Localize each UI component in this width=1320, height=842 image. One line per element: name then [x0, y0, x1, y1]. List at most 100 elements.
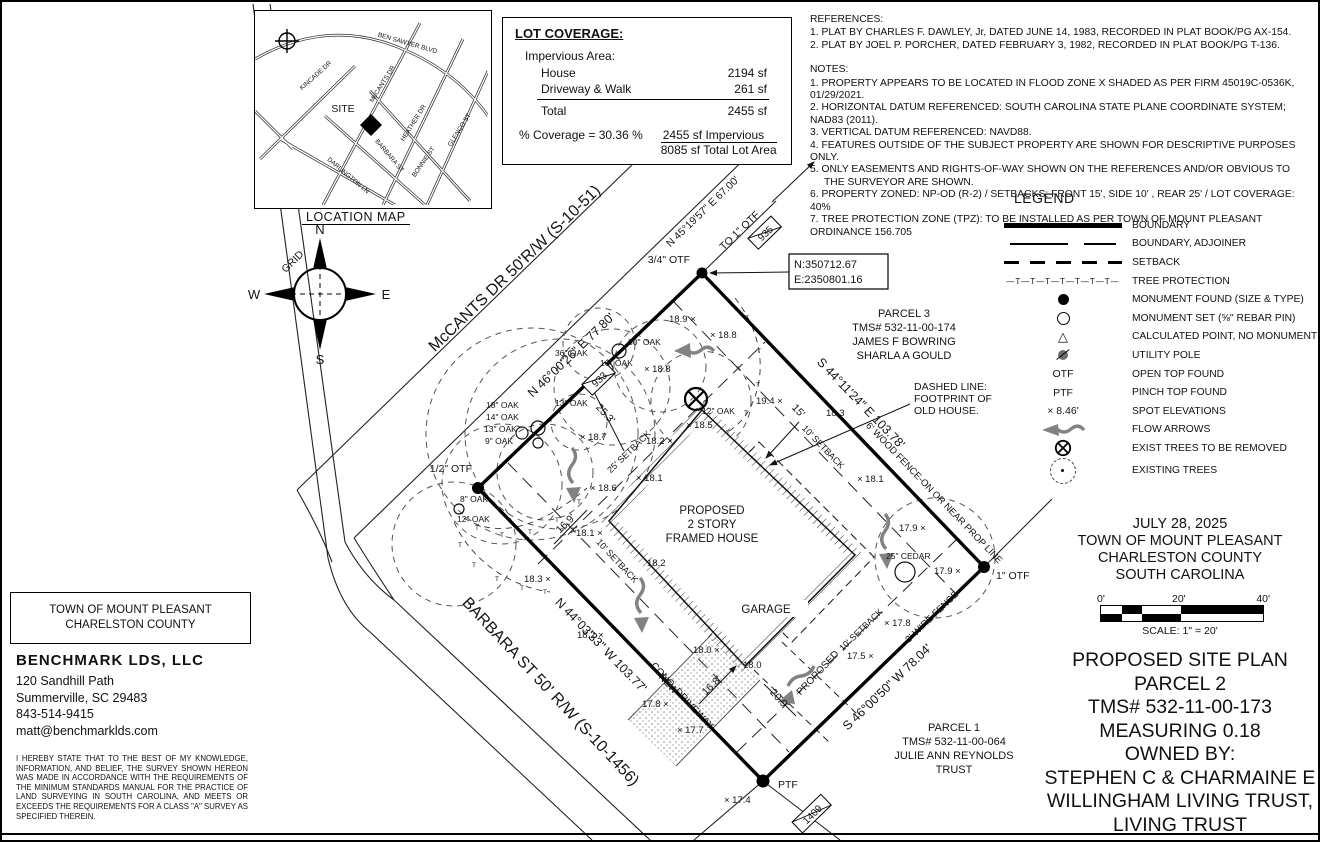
fraction-bottom: 8085 sf Total Lot Area: [660, 143, 777, 157]
utility-pole-icon: [1056, 349, 1070, 361]
setback-label-se: 10' SETBACK: [837, 607, 884, 653]
legend-label: OPEN TOP FOUND: [1132, 368, 1225, 380]
spot-elevation: × 17.4: [724, 795, 751, 806]
coord-e: E:2350801.16: [794, 274, 863, 286]
scale-tick: 20': [1172, 593, 1186, 605]
parcel3-line: SHARLA A GOULD: [857, 350, 952, 362]
divider: [537, 99, 769, 100]
spot-elevation: × 18.8: [644, 364, 671, 375]
tree-label: 16" OAK: [600, 358, 633, 368]
legend-row: UTILITY POLE: [994, 346, 1318, 365]
spot-elevation-symbol: × 8.46': [1047, 405, 1079, 418]
row-value: 261 sf: [734, 82, 767, 96]
existing-tree-icon: [1050, 457, 1076, 484]
tree-label: 30" OAK: [628, 337, 661, 347]
coverage-row-total: Total 2455 sf: [541, 103, 767, 119]
spot-elevation: 17.5 ×: [847, 651, 874, 662]
monument-found-icon: [1057, 294, 1069, 306]
tree-label: 36" OAK: [555, 348, 588, 358]
tree-label: 25" CEDAR: [886, 551, 931, 561]
spacer: [810, 52, 1316, 64]
firm-address-line: 120 Sandhill Path: [16, 674, 114, 688]
tp-tick: T: [495, 576, 499, 583]
setback-line-symbol: [1004, 261, 1122, 264]
dim-25-3: 25.3': [593, 402, 617, 427]
old-house-note: DASHED LINE:: [914, 381, 987, 393]
corner-label-right: 1" OTF: [996, 570, 1029, 582]
tp-tick: T: [520, 585, 524, 592]
street-mccants: McCANTS DR: [369, 64, 397, 103]
monuments-found: [472, 267, 990, 788]
spot-elevation: × 18.6: [590, 483, 617, 494]
spot-elevation: 17.9 ×: [899, 523, 926, 534]
sheet-title-line: OWNED BY:: [1124, 743, 1236, 765]
parcel1-line: TMS# 532-11-00-064: [902, 736, 1006, 748]
garage-label: GARAGE: [741, 604, 791, 616]
legend-label: BOUNDARY, ADJOINER: [1132, 238, 1247, 250]
dim-15: 15': [789, 402, 807, 420]
plat-town: TOWN OF MOUNT PLEASANT: [1077, 533, 1283, 549]
coordinate-box: N:350712.67 E:2350801.16: [788, 253, 889, 290]
notes-title: NOTES:: [810, 64, 849, 76]
note-item: 5. ONLY EASEMENTS AND RIGHTS-OF-WAY SHOW…: [810, 164, 1291, 176]
spot-elevation: × 17.8: [884, 618, 911, 629]
legend-row: × 8.46' SPOT ELEVATIONS: [994, 402, 1318, 421]
legend-label: PINCH TOP FOUND: [1132, 387, 1227, 399]
note-item: 6. PROPERTY ZONED: NP-OD (R-2) / SETBACK…: [810, 189, 1295, 213]
spot-elevation: × 18.8: [710, 330, 737, 341]
spot-elevation: 18.2 ×: [646, 436, 673, 447]
scale-bar: 0' 20' 40' SCALE: 1" = 20': [1097, 593, 1270, 637]
proposed-walk-label: PROPOSED: [795, 649, 842, 698]
plat-county: CHARLESTON COUNTY: [1097, 550, 1263, 566]
site-label: SITE: [331, 103, 354, 115]
legend-row: △ CALCULATED POINT, NO MONUMENT: [994, 328, 1318, 347]
spot-elevation: 18.2 ×: [577, 630, 604, 641]
spot-elevation: 18.0: [743, 660, 762, 671]
spot-elevation: × 18.5: [686, 420, 713, 431]
site-marker: [360, 114, 382, 136]
tree-label: 18" OAK: [486, 400, 519, 410]
location-map-drawing: SITE BEN SAWYER BLVD KINCADE DR McCANTS …: [254, 22, 490, 207]
tp-tick: T: [756, 382, 760, 389]
parcel1-line: TRUST: [936, 764, 973, 776]
street-barbara: BARBARA ST: [373, 138, 405, 174]
old-house-note: OLD HOUSE.: [914, 405, 979, 417]
legend-row: OTF OPEN TOP FOUND: [994, 365, 1318, 384]
tree-label: 12" OAK: [457, 514, 490, 524]
note-item: 4. FEATURES OUTSIDE OF THE SUBJECT PROPE…: [810, 139, 1296, 164]
spot-elevation: 18.1 ×: [576, 528, 603, 539]
spot-elevation: × 17.7: [677, 725, 704, 736]
tree-label: 8" OAK: [460, 494, 488, 504]
parcel3-line: JAMES F BOWRING: [852, 336, 955, 348]
firm-name: BENCHMARK LDS, LLC: [16, 652, 204, 669]
legend-row: SETBACK: [994, 253, 1318, 272]
tp-tick: T: [500, 532, 504, 539]
street-label-barbara: BARBARA ST 50' R/W (S-10-1456): [459, 594, 643, 789]
locmap-compass-icon: [275, 29, 299, 53]
legend-label: SETBACK: [1132, 256, 1181, 268]
legend-label: MONUMENT FOUND (SIZE & TYPE): [1132, 294, 1304, 306]
new-concrete-driveway: [627, 633, 761, 767]
coverage-row-driveway: Driveway & Walk 261 sf: [541, 81, 767, 97]
spot-elevation: 17.9 ×: [934, 566, 961, 577]
reference-item: 2. PLAT BY JOEL P. PORCHER, DATED FEBRUA…: [810, 39, 1280, 51]
compass-e: E: [382, 287, 391, 302]
boundary-line-symbol: [1004, 223, 1122, 228]
references-title: REFERENCES:: [810, 14, 884, 25]
references-notes: REFERENCES: 1. PLAT BY CHARLES F. DAWLEY…: [810, 14, 1316, 239]
sheet-title-line: PARCEL 2: [1133, 672, 1227, 695]
legend-label: BOUNDARY: [1132, 219, 1191, 231]
corner-label-bottom: PTF: [778, 779, 798, 791]
tree-labels: 36" OAK 30" OAK 16" OAK 13" OAK 18" OAK …: [457, 337, 931, 561]
row-label: House: [541, 66, 576, 80]
house-label: PROPOSED: [679, 505, 744, 517]
sheet-title-line: PROPOSED SITE PLAN: [1072, 649, 1288, 671]
bearing-sw: N 44°03'33" W 103.77': [552, 595, 649, 695]
note-item: 2. HORIZONTAL DATUM REFERENCED: SOUTH CA…: [810, 102, 1286, 126]
calculated-point-icon: △: [1058, 328, 1068, 344]
coverage-label: % Coverage = 30.36 %: [519, 128, 643, 142]
spot-elevation: 18.2: [647, 558, 666, 569]
tree-removed-symbol: [683, 386, 709, 412]
plat-date: JULY 28, 2025: [1132, 516, 1228, 532]
